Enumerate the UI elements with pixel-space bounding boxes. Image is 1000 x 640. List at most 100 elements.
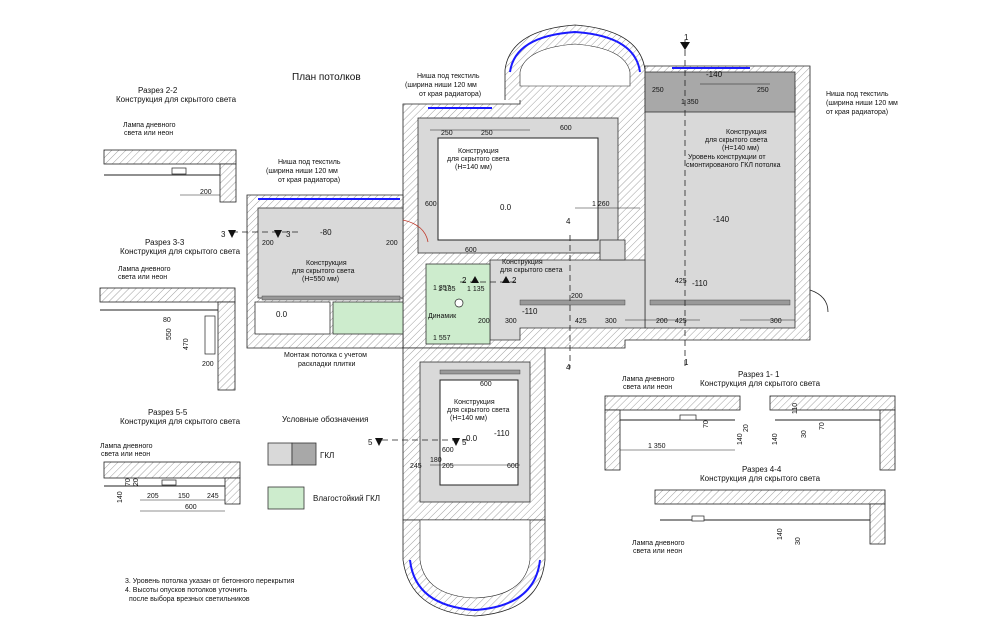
section-arrow-icon: [274, 230, 282, 238]
level-bottom-right: -110: [494, 429, 510, 438]
section-4-4: Разрез 4-4 Конструкция для скрытого свет…: [632, 465, 886, 555]
dim: 600: [560, 125, 572, 132]
legend-swatch-gkl-dark: [291, 442, 317, 466]
svg-text:70: 70: [125, 478, 132, 486]
section-mark-4b: 4: [566, 363, 571, 372]
dim: 200: [262, 240, 274, 247]
svg-text:200: 200: [200, 189, 212, 196]
svg-text:(Н=140 мм): (Н=140 мм): [722, 145, 759, 152]
svg-text:для скрытого света: для скрытого света: [447, 407, 510, 414]
svg-text:200: 200: [202, 361, 214, 368]
dim: 250: [652, 87, 664, 94]
light-strip-left: [261, 295, 401, 301]
svg-text:от края радиатора): от края радиатора): [278, 177, 340, 184]
light-strip-bottom: [439, 369, 521, 375]
svg-text:4. Высоты опусков потолков уто: 4. Высоты опусков потолков уточнить: [125, 587, 247, 594]
svg-text:от края радиатора): от края радиатора): [826, 109, 888, 116]
level-bottom-room: 0.0: [466, 434, 478, 443]
dim: 300: [505, 318, 517, 325]
section-mark-5b: 5: [462, 438, 467, 447]
dim: 200: [656, 318, 668, 325]
level-top-room: 0.0: [500, 203, 512, 212]
section-mark-2: 2: [462, 276, 467, 285]
section-mark-3: 3: [221, 230, 226, 239]
dim: 1 357: [433, 285, 451, 292]
svg-text:Лампа дневного: Лампа дневного: [632, 540, 685, 547]
svg-text:раскладки плитки: раскладки плитки: [298, 361, 355, 368]
annotation-construction-mid: Конструкция для скрытого света: [500, 259, 563, 274]
room-left-wet: [332, 301, 404, 335]
dim: 1 135: [467, 286, 485, 293]
dim: 1 557: [433, 335, 451, 342]
level-hall: -110: [522, 307, 538, 316]
svg-text:70: 70: [703, 420, 710, 428]
svg-text:600: 600: [185, 504, 197, 511]
svg-text:205: 205: [147, 493, 159, 500]
svg-text:70: 70: [819, 422, 826, 430]
svg-text:30: 30: [795, 537, 802, 545]
svg-text:Ниша под текстиль: Ниша под текстиль: [417, 73, 480, 80]
svg-text:Разрез 5-5: Разрез 5-5: [148, 408, 188, 417]
svg-text:Влагостойкий ГКЛ: Влагостойкий ГКЛ: [313, 494, 380, 503]
notes: 3. Уровень потолка указан от бетонного п…: [125, 577, 295, 603]
svg-text:Конструкция: Конструкция: [458, 148, 499, 155]
section-mark-3b: 3: [286, 230, 291, 239]
section-arrow-icon: [502, 276, 510, 283]
svg-text:140: 140: [777, 528, 784, 540]
dim: 200: [478, 318, 490, 325]
section-mark-1: 1: [684, 33, 689, 42]
svg-text:470: 470: [183, 338, 190, 350]
section-3-3: Разрез 3-3 Конструкция для скрытого свет…: [99, 238, 241, 391]
section-arrow-icon: [452, 438, 460, 446]
svg-text:Конструкция: Конструкция: [726, 129, 767, 136]
svg-text:150: 150: [178, 493, 190, 500]
annotation-tile: Монтаж потолка с учетом раскладки плитки: [284, 352, 367, 368]
dim: 205: [442, 463, 454, 470]
svg-text:Конструкция для скрытого света: Конструкция для скрытого света: [700, 379, 821, 388]
svg-text:(ширина ниши 120 мм: (ширина ниши 120 мм: [266, 168, 338, 175]
light-strip-hall: [519, 299, 626, 306]
legend-swatch-wet: [267, 486, 305, 510]
annotation-niche-left: Ниша под текстиль (ширина ниши 120 мм от…: [266, 159, 341, 184]
annotation-niche-right: Ниша под текстиль (ширина ниши 120 мм от…: [826, 91, 898, 116]
dim: 1 260: [592, 201, 610, 208]
dim: 1 350: [681, 99, 699, 106]
annotation-construction-bottom: Конструкция для скрытого света (Н=140 мм…: [447, 399, 510, 422]
level-right-room: -140: [713, 215, 730, 224]
svg-text:1 350: 1 350: [648, 443, 666, 450]
svg-text:140: 140: [772, 433, 779, 445]
svg-text:140: 140: [737, 433, 744, 445]
dim: 250: [481, 130, 493, 137]
svg-text:(Н=140 мм): (Н=140 мм): [455, 164, 492, 171]
legend-swatch-gkl: [267, 442, 293, 466]
svg-text:для скрытого света: для скрытого света: [500, 267, 563, 274]
svg-text:для скрытого света: для скрытого света: [447, 156, 510, 163]
room-left-small: [254, 301, 331, 335]
hall-notch: [599, 239, 626, 261]
dim: 245: [410, 463, 422, 470]
svg-text:Конструкция для скрытого света: Конструкция для скрытого света: [120, 247, 241, 256]
dim: 600: [480, 381, 492, 388]
svg-text:Лампа дневного: Лампа дневного: [123, 122, 176, 129]
svg-text:Монтаж потолка с учетом: Монтаж потолка с учетом: [284, 352, 367, 359]
bay-window-glass-top: [509, 30, 641, 73]
door-arc-right: [809, 289, 829, 313]
svg-text:Ниша под текстиль: Ниша под текстиль: [278, 159, 341, 166]
section-mark-2b: 2: [512, 276, 517, 285]
ceiling-bottom: [439, 379, 519, 486]
ceiling-right-top: [644, 71, 796, 113]
svg-text:для скрытого света: для скрытого света: [292, 268, 355, 275]
svg-text:(ширина ниши 120 мм: (ширина ниши 120 мм: [405, 82, 477, 89]
svg-text:Лампа дневного: Лампа дневного: [622, 376, 675, 383]
section-arrow-icon: [471, 276, 479, 283]
annotation-niche-top: Ниша под текстиль (ширина ниши 120 мм от…: [405, 73, 481, 98]
svg-text:30: 30: [801, 430, 808, 438]
svg-text:Уровень конструкции от: Уровень конструкции от: [688, 154, 766, 161]
ceiling-top-center: [437, 137, 599, 241]
svg-text:80: 80: [163, 317, 171, 324]
section-5-5: Разрез 5-5 Конструкция для скрытого свет…: [100, 408, 241, 512]
bay-window-glass-bottom: [409, 559, 541, 612]
svg-text:550: 550: [166, 328, 173, 340]
dim: 600: [442, 447, 454, 454]
svg-text:света или неон: света или неон: [101, 451, 150, 458]
